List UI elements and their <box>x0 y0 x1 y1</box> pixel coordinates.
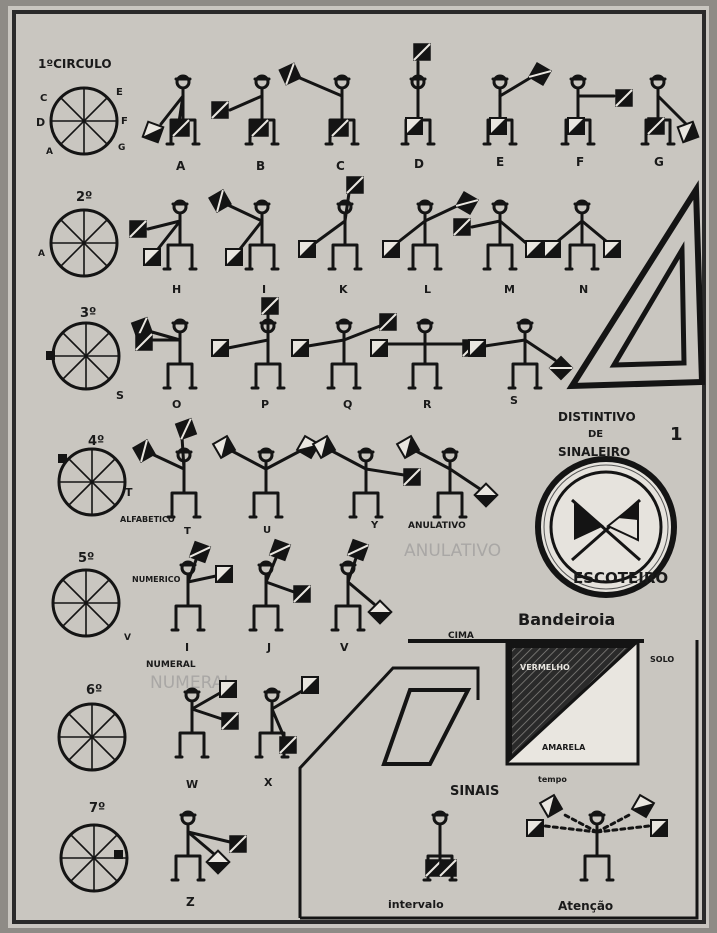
sinais-small-label: tempo <box>538 775 567 784</box>
circle-pos-t: T <box>125 486 133 499</box>
circle-label-3: 3º <box>80 306 96 321</box>
circle-pos-c: C <box>40 93 47 104</box>
circle-pos-a: A <box>46 147 53 157</box>
note-numeral-small: NUMERAL <box>146 660 196 670</box>
letter-q: Q <box>343 398 352 411</box>
position-circle-4 <box>58 449 125 515</box>
note-anulativo-faint: ANULATIVO <box>404 541 501 561</box>
note-alfabetico: ALFABETICO <box>120 515 175 524</box>
letter-z: Z <box>186 895 195 909</box>
note-numerico: NUMERICO <box>132 575 181 584</box>
letter-w: W <box>186 778 198 791</box>
letter-l: L <box>424 283 431 296</box>
letter-j: J <box>266 641 271 654</box>
circle-label-4: 4º <box>88 434 104 449</box>
letter-k: K <box>339 283 348 296</box>
circle-pos-s: S <box>116 389 124 402</box>
letter-p: P <box>261 398 269 411</box>
letter-t: T <box>184 526 191 537</box>
badge-number: 1 <box>670 424 683 445</box>
circle-pos-v: V <box>124 633 131 643</box>
position-circle-1 <box>51 88 117 154</box>
letter-g: G <box>654 155 664 169</box>
letter-h: H <box>172 283 181 296</box>
letter-r: R <box>423 398 432 411</box>
letter-s: S <box>510 394 518 407</box>
circle-label-6: 6º <box>86 683 102 698</box>
bandeiroia-title: Bandeiroia <box>518 610 615 629</box>
badge-heading-line3: SINALEIRO <box>558 445 630 459</box>
position-circle-7 <box>61 825 127 891</box>
circle-pos-d: D <box>36 116 45 129</box>
letter-i-5: I <box>185 641 189 654</box>
letter-c: C <box>336 159 345 173</box>
position-circle-2 <box>51 210 117 276</box>
letter-f: F <box>576 155 584 169</box>
circle-label-2: 2º <box>76 190 92 205</box>
position-circle-6 <box>59 704 125 770</box>
letter-i: I <box>262 283 266 296</box>
circle-pos-e: E <box>116 87 123 98</box>
letter-e: E <box>496 155 504 169</box>
letter-o: O <box>172 398 181 411</box>
letter-y: Y <box>370 520 379 531</box>
letter-m: M <box>504 283 515 296</box>
intervalo-caption: intervalo <box>388 898 444 911</box>
letter-u: U <box>263 525 271 536</box>
letter-v: V <box>340 641 349 654</box>
badge-heading-line1: DISTINTIVO <box>558 410 636 424</box>
letter-d: D <box>414 157 424 171</box>
circle-pos-a2: A <box>38 249 45 259</box>
bandeiroia-lower-color: AMARELA <box>542 743 586 752</box>
sinais-title: SINAIS <box>450 784 499 799</box>
badge-ring-text: ESCOTEIRO <box>573 569 668 587</box>
letter-b: B <box>256 159 265 173</box>
bandeiroia-upper-color: VERMELHO <box>520 663 570 672</box>
circle-pos-g: G <box>118 143 125 153</box>
letter-n: N <box>579 283 588 296</box>
note-anulativo-small: ANULATIVO <box>408 521 466 531</box>
position-circle-5 <box>53 570 119 636</box>
letter-x: X <box>264 776 273 789</box>
letter-a: A <box>176 159 186 173</box>
circle-pos-f: F <box>121 116 128 127</box>
badge-heading-line2: DE <box>588 429 603 440</box>
circle-label-7: 7º <box>89 801 105 816</box>
circle-label-1: 1ºCIRCULO <box>38 57 112 71</box>
atencao-caption: Atenção <box>558 899 613 913</box>
bandeiroia-side-label: SOLO <box>650 655 674 664</box>
circle-label-5: 5º <box>78 551 94 566</box>
